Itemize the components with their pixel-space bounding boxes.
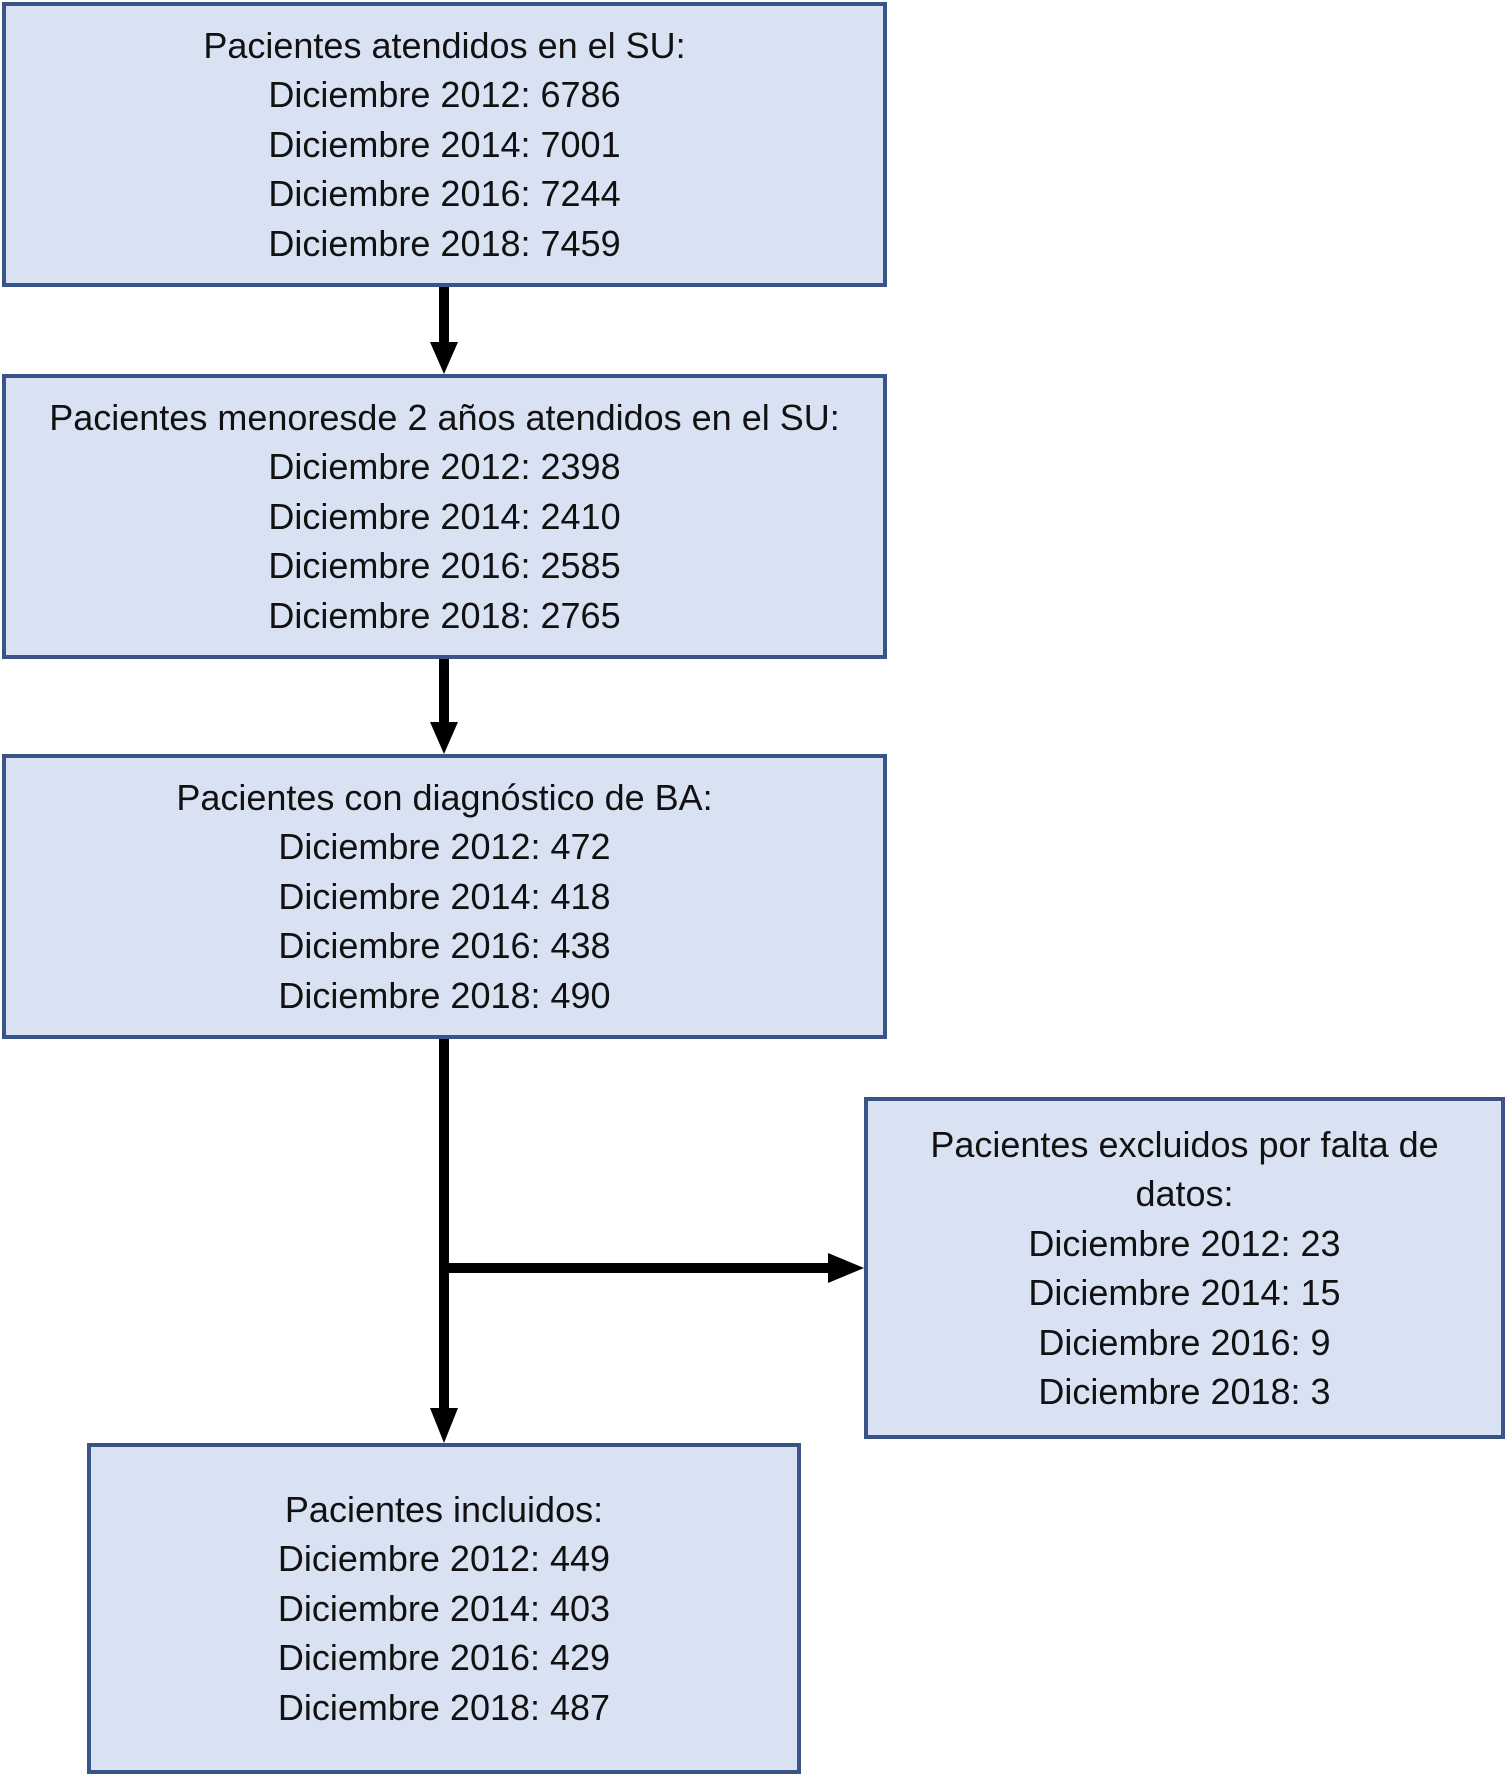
arrow-ba-to-included [430, 1039, 458, 1443]
arrow-attended-to-under-two [430, 287, 458, 374]
ba-diagnosis-line-2018: Diciembre 2018: 490 [278, 974, 611, 1016]
attended-line-2016: Diciembre 2016: 7244 [268, 173, 621, 215]
attended-line-2014: Diciembre 2014: 7001 [268, 123, 621, 165]
attended-title: Pacientes atendidos en el SU: [203, 24, 686, 66]
ba-diagnosis-title: Pacientes con diagnóstico de BA: [176, 776, 713, 818]
excluded-patients-box: Pacientes excluidos por falta de datos: … [864, 1097, 1505, 1439]
arrow-to-excluded [449, 1253, 864, 1283]
included-patients-box: Pacientes incluidos: Diciembre 2012: 449… [87, 1443, 801, 1774]
under-two-patients-box: Pacientes menoresde 2 años atendidos en … [2, 374, 887, 659]
ba-diagnosis-line-2016: Diciembre 2016: 438 [278, 925, 611, 967]
under-two-line-2012: Diciembre 2012: 2398 [268, 446, 621, 488]
ba-diagnosis-box: Pacientes con diagnóstico de BA: Diciemb… [2, 754, 887, 1039]
attended-line-2012: Diciembre 2012: 6786 [268, 74, 621, 116]
ba-diagnosis-line-2014: Diciembre 2014: 418 [278, 875, 611, 917]
under-two-line-2014: Diciembre 2014: 2410 [268, 495, 621, 537]
excluded-line-2018: Diciembre 2018: 3 [1038, 1371, 1331, 1412]
arrow-under-two-to-ba [430, 659, 458, 754]
under-two-line-2018: Diciembre 2018: 2765 [268, 594, 621, 636]
included-line-2016: Diciembre 2016: 429 [277, 1637, 611, 1679]
attended-patients-box: Pacientes atendidos en el SU: Diciembre … [2, 2, 887, 287]
included-line-2012: Diciembre 2012: 449 [277, 1538, 611, 1580]
ba-diagnosis-line-2012: Diciembre 2012: 472 [278, 826, 611, 868]
excluded-title: Pacientes excluidos por falta de datos: [930, 1123, 1439, 1215]
under-two-title: Pacientes menoresde 2 años atendidos en … [49, 396, 840, 438]
excluded-line-2016: Diciembre 2016: 9 [1038, 1321, 1331, 1363]
included-title: Pacientes incluidos: [284, 1488, 604, 1530]
under-two-line-2016: Diciembre 2016: 2585 [268, 545, 621, 587]
excluded-line-2012: Diciembre 2012: 23 [1028, 1222, 1341, 1264]
excluded-line-2014: Diciembre 2014: 15 [1028, 1272, 1341, 1313]
included-line-2018: Diciembre 2018: 487 [277, 1686, 611, 1728]
included-line-2014: Diciembre 2014: 403 [277, 1587, 611, 1629]
attended-line-2018: Diciembre 2018: 7459 [268, 222, 621, 264]
